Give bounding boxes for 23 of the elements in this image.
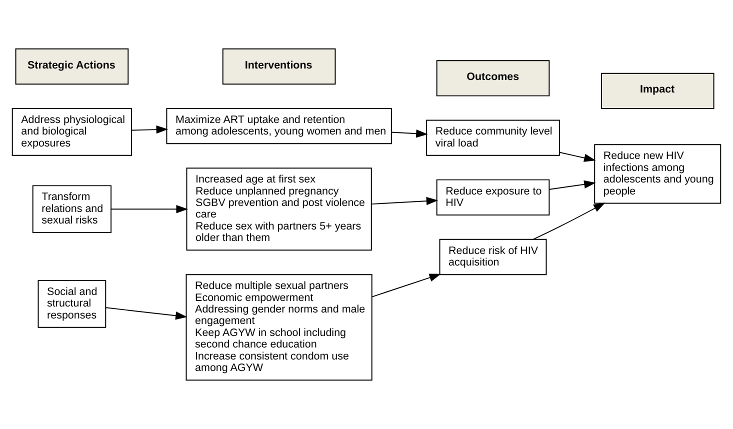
node-box: Strategic Actions xyxy=(15,48,129,85)
node-box: Increased age at first sex Reduce unplanned pregnancy SGBV prevention and post violence care Reduce sex with partners 5+ years older than them xyxy=(186,168,372,251)
node-box: Reduce exposure to HIV xyxy=(436,179,550,216)
node-box: Reduce multiple sexual partners Economic empowerment Addressing gender norms and male engagement Keep AGYW in school including second chance education Increase consistent condom use among AGYW xyxy=(186,274,372,381)
node-box: Transform relations and sexual risks xyxy=(32,185,112,234)
node-box: Impact xyxy=(600,72,714,109)
arrow xyxy=(532,202,606,240)
arrow xyxy=(549,180,596,190)
arrow xyxy=(105,307,188,320)
node-box: Address physiological and biological exposures xyxy=(12,108,132,156)
node-box: Reduce community level viral load xyxy=(426,120,560,156)
arrow xyxy=(371,196,438,206)
node-box: Interventions xyxy=(222,48,336,85)
arrow xyxy=(372,274,442,298)
node-box: Social and structural responses xyxy=(38,280,106,328)
arrow xyxy=(131,125,168,134)
node-box: Maximize ART uptake and retention among adolescents, young women and men xyxy=(166,108,392,144)
node-box: Reduce new HIV infections among adolescents and young people xyxy=(594,144,722,204)
node-box: Outcomes xyxy=(436,60,550,96)
arrow xyxy=(559,152,596,162)
arrow xyxy=(391,130,428,138)
node-box: Reduce risk of HIV acquisition xyxy=(439,238,547,276)
arrow xyxy=(110,205,188,214)
